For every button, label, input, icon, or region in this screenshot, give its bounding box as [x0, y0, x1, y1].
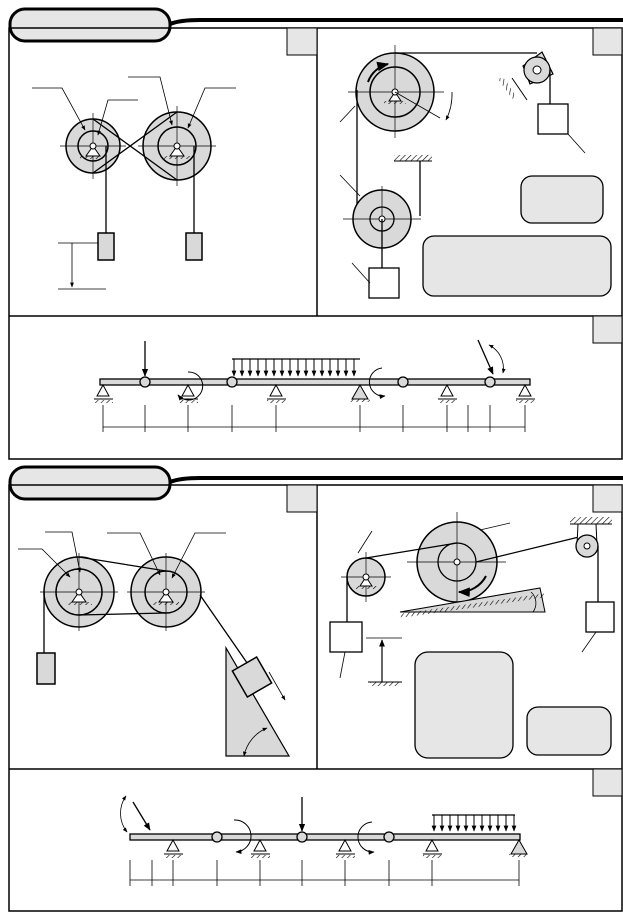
hinge-icon	[397, 376, 409, 388]
panel-label-box-1a	[286, 27, 318, 56]
panel-1c-drawing	[94, 339, 535, 432]
distributed-load-icon	[231, 358, 360, 377]
roller-support-icon	[267, 383, 286, 403]
hinge-icon	[139, 376, 151, 388]
panel-1a-drawing	[32, 76, 236, 290]
variant-1-header-pill	[8, 7, 172, 43]
variant-2-header-line	[169, 476, 623, 484]
distributed-load-icon	[431, 814, 517, 832]
pin-support-icon	[509, 838, 529, 857]
panel-2b-small-box	[526, 706, 612, 756]
roller-support-icon	[336, 838, 355, 858]
moment-arrow-icon	[357, 821, 375, 855]
roller-support-icon	[438, 383, 457, 403]
roller-support-icon	[251, 838, 270, 858]
variant-2	[8, 465, 623, 912]
panel-1b-small-box	[520, 175, 604, 224]
variant-1	[8, 7, 623, 460]
pin-support-icon	[350, 383, 370, 402]
panel-2c-drawing	[120, 795, 529, 886]
hinge-icon	[226, 376, 238, 388]
moment-arrow-icon	[177, 371, 204, 401]
panel-label-box-2c	[592, 768, 623, 797]
hinge-icon	[484, 376, 496, 388]
panel-1b-large-box	[422, 235, 612, 297]
panel-1b-drawing	[339, 45, 612, 299]
panel-2b-drawing	[329, 512, 615, 759]
panel-label-box-1c	[592, 315, 623, 344]
panel-label-box-2a	[286, 484, 318, 513]
moment-arrow-icon	[233, 819, 252, 855]
roller-support-icon	[94, 383, 113, 403]
hinge-icon	[211, 831, 223, 843]
moment-arrow-icon	[368, 367, 386, 399]
variant-1-header-line	[169, 18, 623, 26]
panel-2a-drawing	[18, 531, 291, 757]
panel-label-box-1b	[592, 27, 623, 56]
variant-2-header-pill	[8, 465, 172, 501]
hinge-icon	[296, 831, 308, 843]
roller-support-icon	[516, 383, 535, 403]
roller-support-icon	[164, 838, 183, 858]
hinge-icon	[383, 831, 395, 843]
panel-label-box-2b	[592, 484, 623, 513]
roller-support-icon	[423, 838, 442, 858]
panel-2b-large-box	[414, 651, 514, 759]
